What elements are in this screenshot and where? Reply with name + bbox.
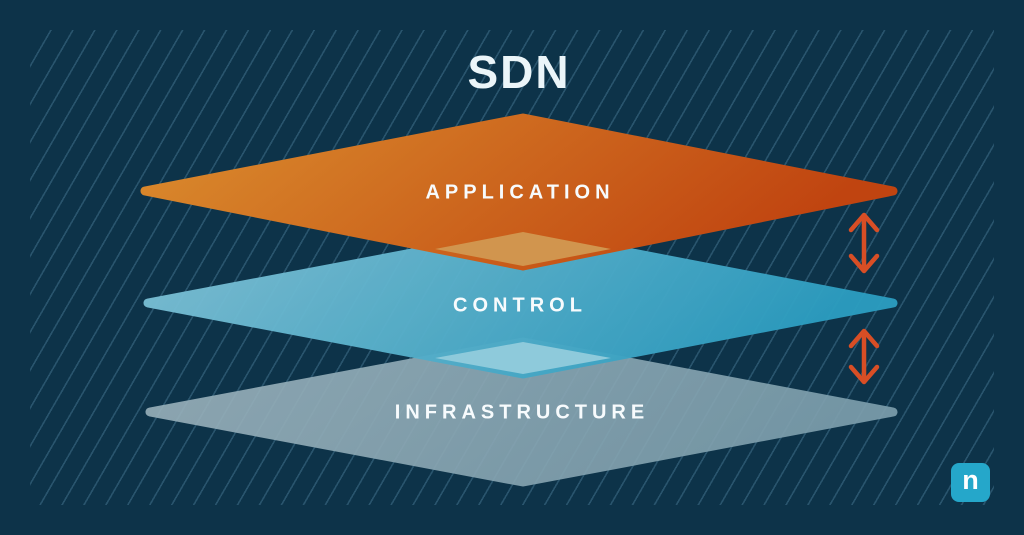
arrow-control-infrastructure-icon — [848, 328, 880, 385]
arrow-application-control-icon — [848, 212, 880, 274]
infrastructure-layer-diamond — [145, 337, 898, 487]
ninjaone-logo: n — [951, 463, 990, 502]
control-over-infrastructure-overlap — [435, 342, 611, 374]
application-over-control-overlap — [435, 232, 611, 266]
page-title: SDN — [467, 46, 571, 98]
ninjaone-logo-letter: n — [962, 465, 979, 495]
control-layer-label: CONTROL — [453, 294, 587, 317]
infrastructure-layer-label: INFRASTRUCTURE — [394, 401, 650, 424]
application-layer-label: APPLICATION — [425, 181, 615, 204]
